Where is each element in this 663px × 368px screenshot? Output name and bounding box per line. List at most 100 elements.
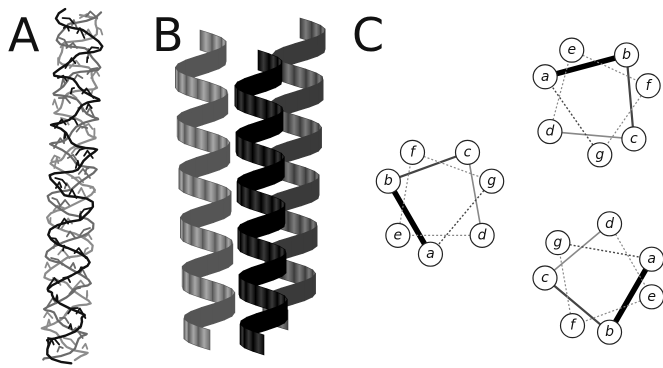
helical-wheel: abcdefg [533, 38, 660, 167]
ribbon-segment [294, 66, 306, 90]
ribbon-segment [255, 96, 266, 120]
ribbon-segment [256, 285, 267, 309]
panel-c-label: C [352, 8, 384, 62]
ribbon-segment [312, 226, 317, 250]
ribbon-segment [200, 278, 212, 302]
ribbon-segment [237, 136, 243, 160]
ribbon-segment [300, 18, 312, 42]
ribbon-segment [253, 331, 264, 355]
wheel-edge [558, 243, 573, 326]
ribbon-segment [178, 120, 184, 144]
ribbon-segment [279, 111, 283, 135]
side-chain [64, 132, 65, 138]
ribbon-segment [195, 128, 207, 152]
ribbon-segment [248, 235, 258, 258]
ribbon-segment [240, 278, 246, 302]
ribbon-segment [183, 270, 189, 294]
wheel-edge [388, 152, 467, 181]
ribbon-segment [307, 36, 318, 60]
helical-wheel: abcdefg [533, 212, 663, 344]
ribbon-segment [224, 195, 230, 219]
wheel-node-label: a [541, 69, 550, 85]
side-chain [45, 262, 50, 268]
ribbon-segment [253, 143, 264, 167]
ribbon-segment [190, 274, 201, 298]
ribbon-segment [203, 229, 215, 253]
ribbon-segment [241, 185, 250, 209]
ribbon-segment [243, 139, 253, 163]
side-chain [98, 28, 102, 35]
wheel-node-label: g [595, 147, 604, 163]
ribbon-segment [249, 121, 260, 145]
side-chain [80, 214, 81, 219]
ribbon-segment [246, 282, 256, 306]
ribbon-segment [295, 40, 307, 64]
ribbon-segment [184, 173, 193, 197]
helical-wheel: abcdefg [376, 140, 503, 266]
ribbon-segment [319, 128, 322, 152]
side-chain [44, 312, 52, 318]
side-chain [70, 263, 75, 268]
ribbon-segment [294, 164, 306, 188]
ribbon-segment [256, 310, 267, 334]
wheel-edge [413, 152, 492, 181]
ribbon-segment [237, 89, 244, 113]
ribbon-segment [224, 296, 232, 320]
ribbon-segment [258, 239, 269, 263]
ribbon-segment [183, 221, 191, 245]
ribbon-segment [179, 169, 184, 193]
ribbon-segment [214, 199, 224, 223]
wheel-node-label: b [605, 324, 614, 340]
wheel-node-label: c [541, 270, 549, 286]
ribbon-segment [264, 164, 274, 188]
ribbon-segment [203, 101, 215, 125]
ribbon-segment [291, 233, 303, 257]
ribbon-segment [289, 186, 301, 210]
ribbon-segment [184, 319, 189, 343]
wheel-node-label: c [464, 144, 472, 160]
wheel-node-label: e [567, 42, 576, 58]
ribbon-segment [235, 86, 238, 110]
ribbon-segment [285, 91, 297, 115]
ribbon-segment [196, 255, 208, 279]
ribbon-segment [185, 124, 196, 148]
side-chain [74, 75, 82, 80]
ribbon-segment [223, 94, 228, 118]
panel-a: A [8, 8, 102, 363]
ribbon-segment [219, 146, 227, 170]
ribbon-segment [201, 304, 213, 328]
ribbon-segment [186, 75, 197, 99]
ribbon-segment [178, 71, 186, 95]
panel-a-label: A [8, 8, 40, 62]
ribbon-segment [299, 135, 310, 159]
ribbon-segment [214, 98, 223, 122]
ribbon-segment [252, 264, 263, 288]
ribbon-segment [260, 118, 271, 142]
wheel-edge [545, 55, 626, 77]
ribbon-segment [240, 324, 244, 348]
ribbon-segment [193, 176, 205, 200]
ribbon-segment [219, 45, 225, 69]
ribbon-segment [191, 105, 203, 129]
ribbon-segment [275, 160, 282, 184]
wheel-node-label: b [622, 47, 631, 63]
ribbon-segment [191, 225, 202, 249]
ribbon-segment [189, 323, 198, 347]
wheel-node-label: b [384, 173, 393, 189]
side-chain [58, 347, 63, 352]
wheel-edge [550, 50, 572, 131]
ribbon-segment [258, 214, 269, 238]
ribbon-segment [202, 203, 214, 227]
wheel-node-label: e [647, 289, 656, 305]
ribbon-segment [312, 179, 319, 203]
ribbon-segment [285, 299, 288, 323]
side-chain [87, 57, 88, 62]
wheel-node-label: d [478, 227, 487, 243]
ribbon-segment [253, 168, 264, 192]
wheel-node-label: d [605, 216, 614, 232]
ribbon-segment [282, 253, 286, 277]
ribbon-segment [293, 281, 304, 305]
ribbon-segment [313, 274, 316, 298]
